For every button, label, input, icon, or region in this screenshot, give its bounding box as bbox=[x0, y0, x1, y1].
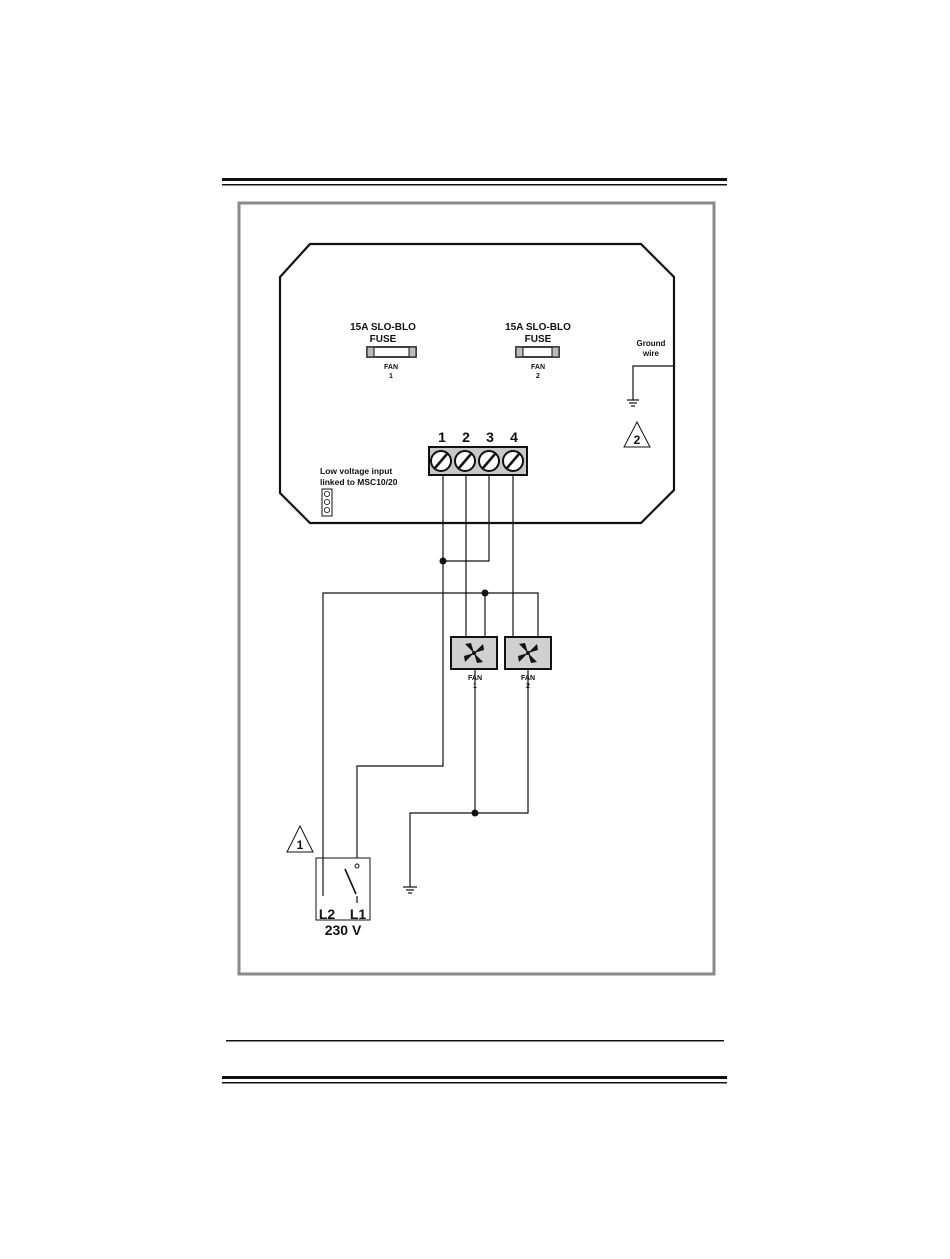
junction-dots bbox=[440, 558, 489, 817]
supply-voltage: 230 V bbox=[325, 922, 362, 938]
fan-1-label: FAN bbox=[468, 675, 482, 682]
terminal-block: 1 2 3 4 bbox=[429, 429, 527, 475]
fuse-2-rating: 15A SLO-BLO bbox=[505, 322, 571, 333]
warning-triangle-2: 2 bbox=[624, 422, 650, 447]
fan-1-num: 1 bbox=[473, 683, 477, 690]
low-voltage-line2: linked to MSC10/20 bbox=[320, 477, 398, 487]
fuse-1: 15A SLO-BLO FUSE FAN 1 bbox=[350, 322, 416, 380]
header-rule bbox=[222, 178, 727, 186]
fuse-2-fan-label: FAN bbox=[531, 364, 545, 371]
terminal-screw-2 bbox=[455, 451, 475, 471]
ground-wire: Ground wire bbox=[627, 339, 674, 406]
terminal-4-label: 4 bbox=[510, 429, 518, 445]
warning-1-number: 1 bbox=[297, 838, 304, 852]
ground-wire-line1: Ground bbox=[637, 339, 666, 348]
warning-2-number: 2 bbox=[634, 433, 641, 447]
wiring bbox=[323, 474, 538, 887]
warning-triangle-1: 1 bbox=[287, 826, 313, 852]
fan-2-label: FAN bbox=[521, 675, 535, 682]
fuse-1-fan-num: 1 bbox=[389, 373, 393, 380]
terminal-3-label: 3 bbox=[486, 429, 494, 445]
diagram-frame bbox=[239, 203, 714, 974]
fuse-2: 15A SLO-BLO FUSE FAN 2 bbox=[505, 322, 571, 380]
footer-rule bbox=[222, 1040, 727, 1084]
fan-2: FAN 2 bbox=[505, 637, 551, 690]
terminal-screw-4 bbox=[503, 451, 523, 471]
supply-l2-label: L2 bbox=[319, 906, 336, 922]
ground-wire-line2: wire bbox=[642, 349, 660, 358]
low-voltage-input: Low voltage input linked to MSC10/20 bbox=[320, 466, 398, 516]
fan-2-num: 2 bbox=[526, 683, 530, 690]
terminal-1-label: 1 bbox=[438, 429, 446, 445]
terminal-screw-1 bbox=[431, 451, 451, 471]
fuse-1-type: FUSE bbox=[370, 334, 397, 345]
fuse-1-rating: 15A SLO-BLO bbox=[350, 322, 416, 333]
low-voltage-line1: Low voltage input bbox=[320, 466, 392, 476]
supply-l1-label: L1 bbox=[350, 906, 367, 922]
ground-symbol-bottom bbox=[403, 887, 417, 893]
power-supply: L2 L1 230 V bbox=[316, 858, 370, 938]
fuse-2-type: FUSE bbox=[525, 334, 552, 345]
terminal-screw-3 bbox=[479, 451, 499, 471]
fuse-1-fan-label: FAN bbox=[384, 364, 398, 371]
fuse-2-fan-num: 2 bbox=[536, 373, 540, 380]
fan-1: FAN 1 bbox=[451, 637, 497, 690]
ground-symbol-top bbox=[627, 400, 639, 406]
terminal-2-label: 2 bbox=[462, 429, 470, 445]
